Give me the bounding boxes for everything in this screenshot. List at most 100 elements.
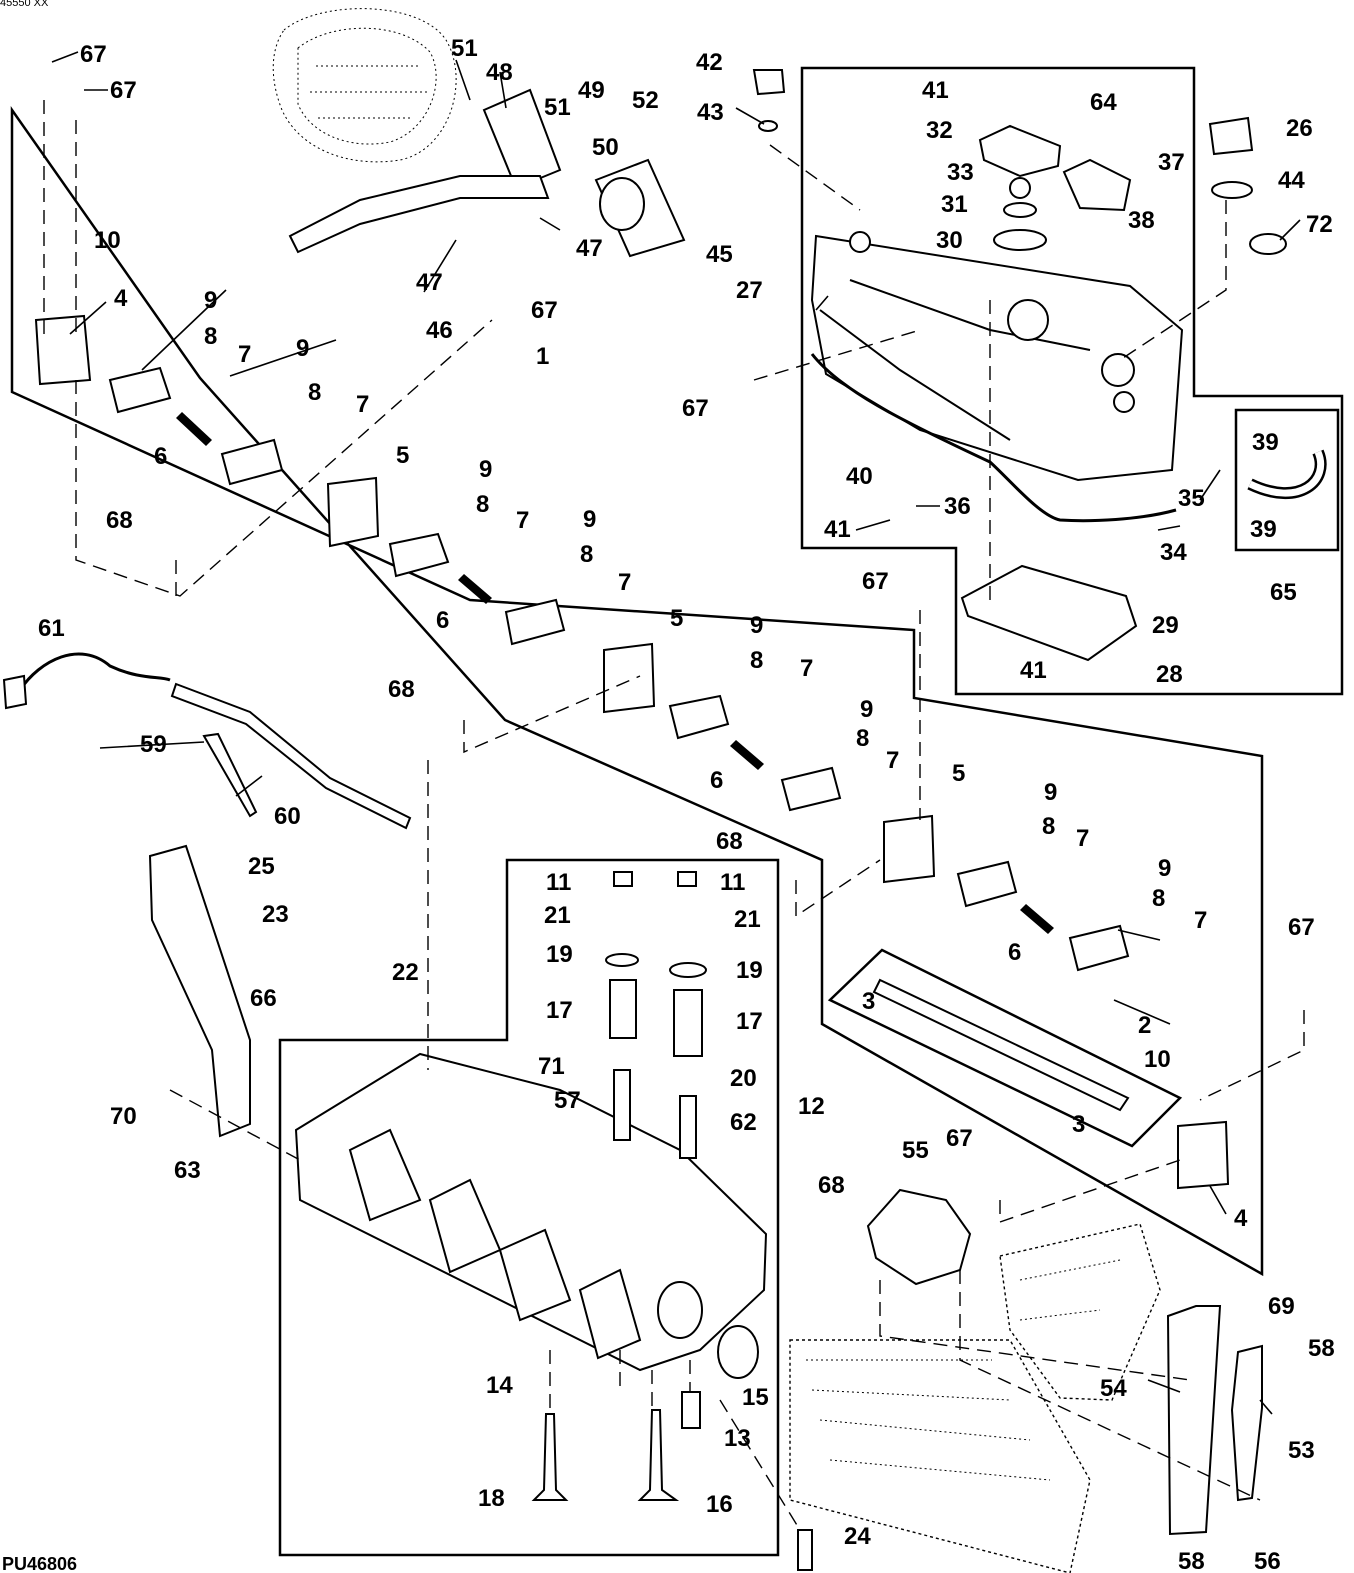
callout-35: 35 (1178, 485, 1205, 512)
callout-67: 67 (531, 297, 558, 324)
callout-49: 49 (578, 77, 605, 104)
callout-12: 12 (798, 1093, 825, 1120)
sensor (1062, 158, 1132, 212)
callout-45: 45 (706, 241, 733, 268)
callout-41: 41 (922, 77, 949, 104)
callout-1: 1 (536, 343, 549, 370)
callout-6: 6 (154, 443, 167, 470)
manifold-ghost (789, 1339, 1091, 1573)
frame-valve-cover (800, 66, 1344, 696)
lifting-bracket (1166, 1305, 1222, 1536)
air-intake-hose (288, 88, 686, 258)
callout-13: 13 (724, 1425, 751, 1452)
callout-60: 60 (274, 803, 301, 830)
callout-7: 7 (618, 569, 631, 596)
callout-41: 41 (1020, 657, 1047, 684)
callout-67: 67 (946, 1125, 973, 1152)
callout-7: 7 (238, 341, 251, 368)
plug (1249, 233, 1287, 255)
callout-8: 8 (1042, 813, 1055, 840)
callout-52: 52 (632, 87, 659, 114)
callout-20: 20 (730, 1065, 757, 1092)
callout-8: 8 (580, 541, 593, 568)
callout-9: 9 (860, 696, 873, 723)
callout-9: 9 (1158, 855, 1171, 882)
callout-62: 62 (730, 1109, 757, 1136)
link (1230, 1344, 1263, 1502)
callout-56: 56 (1254, 1548, 1281, 1573)
callout-27: 27 (736, 277, 763, 304)
breather-hose (1247, 449, 1327, 500)
callout-6: 6 (1008, 939, 1021, 966)
callout-34: 34 (1160, 539, 1187, 566)
callout-9: 9 (204, 287, 217, 314)
callout-9: 9 (1044, 779, 1057, 806)
frame-cylinder-head (278, 858, 780, 1557)
callout-40: 40 (846, 463, 873, 490)
callout-22: 22 (392, 959, 419, 986)
callout-10: 10 (1144, 1046, 1171, 1073)
callout-8: 8 (308, 379, 321, 406)
group-assembly-parts (2, 69, 1327, 1571)
callout-21: 21 (544, 902, 571, 929)
callout-47: 47 (576, 235, 603, 262)
callout-63: 63 (174, 1157, 201, 1184)
rocker-arms (34, 314, 1230, 1190)
callout-29: 29 (1152, 612, 1179, 639)
callout-32: 32 (926, 117, 953, 144)
callout-39: 39 (1252, 429, 1279, 456)
callout-25: 25 (248, 853, 275, 880)
seal-ring (717, 1325, 759, 1379)
callout-67: 67 (682, 395, 709, 422)
callout-15: 15 (742, 1384, 769, 1411)
callout-5: 5 (952, 760, 965, 787)
callout-41: 41 (824, 516, 851, 543)
callout-50: 50 (592, 134, 619, 161)
callout-64: 64 (1090, 89, 1117, 116)
callout-8: 8 (204, 323, 217, 350)
callout-55: 55 (902, 1137, 929, 1164)
callout-24: 24 (844, 1523, 871, 1550)
callout-65: 65 (1270, 579, 1297, 606)
breather-diaphragm (978, 124, 1062, 251)
callout-67: 67 (80, 41, 107, 68)
bracket-ghost (999, 1223, 1161, 1401)
callout-71: 71 (538, 1053, 565, 1080)
callout-37: 37 (1158, 149, 1185, 176)
group-leader-lines (43, 51, 1305, 1531)
callout-31: 31 (941, 191, 968, 218)
callout-68: 68 (716, 828, 743, 855)
callout-28: 28 (1156, 661, 1183, 688)
callout-9: 9 (296, 335, 309, 362)
callout-17: 17 (736, 1008, 763, 1035)
callout-46: 46 (426, 317, 453, 344)
callout-57: 57 (554, 1087, 581, 1114)
figure-reference-id: PU46806 (2, 1554, 77, 1573)
callout-59: 59 (140, 731, 167, 758)
callout-17: 17 (546, 997, 573, 1024)
cylinder-head (294, 1052, 768, 1372)
callout-6: 6 (710, 767, 723, 794)
callout-4: 4 (114, 285, 128, 312)
turbo-ghost (272, 8, 457, 163)
callout-43: 43 (697, 99, 724, 126)
callout-58: 58 (1308, 1335, 1335, 1362)
figure-corner-id: 45550 XX (0, 0, 49, 9)
callout-7: 7 (886, 747, 899, 774)
cover-plate (960, 564, 1138, 662)
engine-mount (866, 1188, 972, 1286)
callout-7: 7 (516, 507, 529, 534)
callout-4: 4 (1234, 1205, 1248, 1232)
callout-54: 54 (1100, 1375, 1127, 1402)
frame-breather-hose (1234, 408, 1340, 552)
callout-39: 39 (1250, 516, 1277, 543)
callout-70: 70 (110, 1103, 137, 1130)
callout-26: 26 (1286, 115, 1313, 142)
callout-44: 44 (1278, 167, 1305, 194)
callout-18: 18 (478, 1485, 505, 1512)
callout-10: 10 (94, 227, 121, 254)
group-ghost-parts (272, 8, 1161, 1573)
callout-61: 61 (38, 615, 65, 642)
callout-68: 68 (106, 507, 133, 534)
